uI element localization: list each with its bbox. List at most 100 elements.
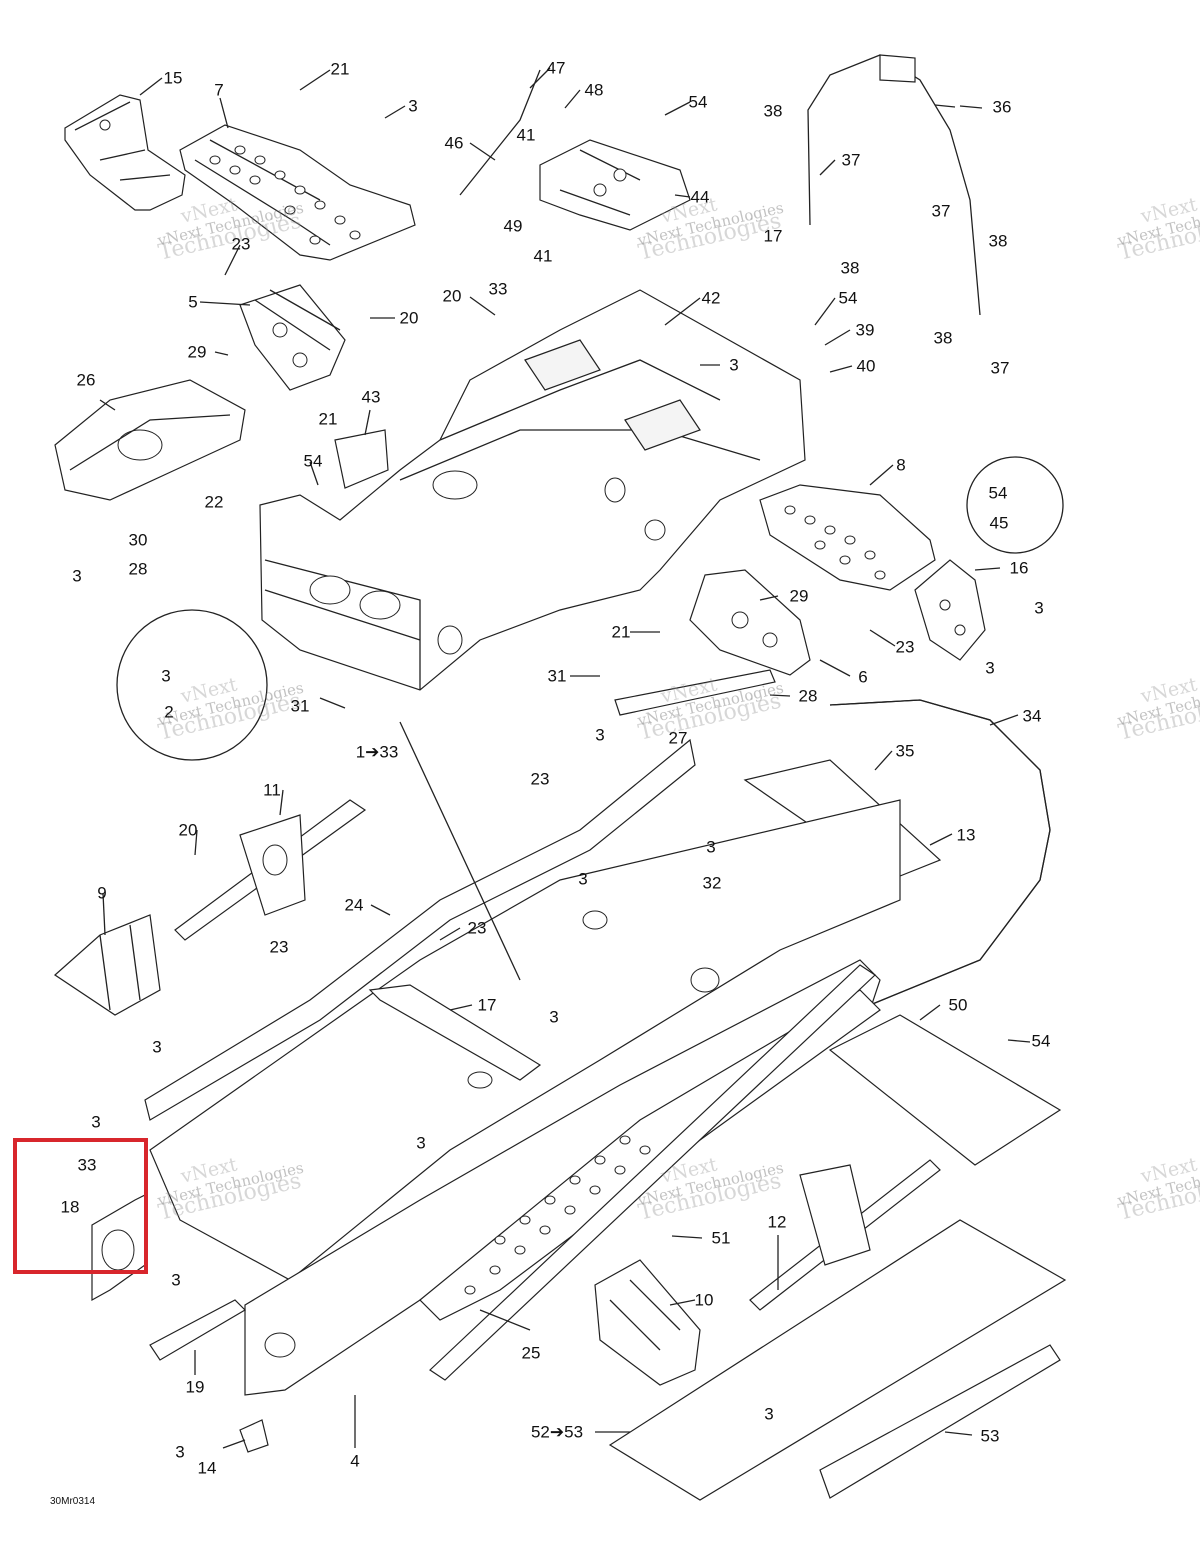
callout-label: 39 xyxy=(855,320,875,340)
callout-label: 3 xyxy=(91,1112,101,1132)
callout-label: 7 xyxy=(214,80,224,100)
callout-label: 4 xyxy=(350,1451,360,1471)
callout-label: 24 xyxy=(344,895,364,915)
part-27-rod xyxy=(614,669,776,716)
callout-label: 54 xyxy=(688,92,708,112)
callout-label: 2 xyxy=(164,702,174,722)
part-9-gusset xyxy=(54,914,161,1016)
part-26-skid-plate xyxy=(54,379,246,501)
callout-label: 1➔33 xyxy=(355,742,399,762)
part-1-main-frame xyxy=(259,289,806,691)
callout-label: 37 xyxy=(990,358,1010,378)
callout-label: 54 xyxy=(838,288,858,308)
part-52-plate xyxy=(608,1219,1067,1501)
part-24-side-rail xyxy=(144,738,696,1121)
callout-label: 18 xyxy=(60,1197,80,1217)
callout-label: 52➔53 xyxy=(530,1422,584,1442)
callout-label: 40 xyxy=(856,356,876,376)
callout-label: 5 xyxy=(188,292,198,312)
part-10-gusset xyxy=(594,1259,701,1386)
callout-label: 48 xyxy=(584,80,604,100)
callout-label: 3 xyxy=(764,1404,774,1424)
callout-label: 28 xyxy=(128,559,148,579)
callout-label: 31 xyxy=(290,696,310,716)
part-16-bracket xyxy=(914,559,986,661)
callout-label: 11 xyxy=(263,780,281,800)
callout-label: 33 xyxy=(488,279,508,299)
callout-label: 12 xyxy=(767,1212,787,1232)
callout-label: 15 xyxy=(163,68,183,88)
callout-label: 53 xyxy=(980,1426,1000,1446)
callout-label: 29 xyxy=(187,342,207,362)
callout-label: 51 xyxy=(711,1228,731,1248)
callout-label: 3 xyxy=(408,96,418,116)
callout-label: 44 xyxy=(690,187,710,207)
callout-label: 23 xyxy=(895,637,915,657)
callout-label: 13 xyxy=(956,825,976,845)
callout-label: 38 xyxy=(763,101,783,121)
part-8-footrest xyxy=(759,484,936,591)
callout-label: 3 xyxy=(595,725,605,745)
callout-label: 16 xyxy=(1009,558,1029,578)
callout-label: 23 xyxy=(530,769,550,789)
callout-label: 3 xyxy=(161,666,171,686)
part-19-angle xyxy=(149,1299,246,1361)
callout-label: 3 xyxy=(985,658,995,678)
callout-label: 3 xyxy=(729,355,739,375)
part-14-plate xyxy=(239,1419,269,1453)
callout-label: 14 xyxy=(197,1458,217,1478)
callout-label: 43 xyxy=(361,387,381,407)
part-5-linkage xyxy=(239,284,346,391)
callout-label: 32 xyxy=(702,873,722,893)
callout-label: 26 xyxy=(76,370,96,390)
part-53-strip xyxy=(819,1344,1061,1499)
callout-label: 27 xyxy=(668,728,688,748)
detail-circle-3-2 xyxy=(116,609,268,761)
callout-label: 25 xyxy=(521,1343,541,1363)
callout-label: 23 xyxy=(269,937,289,957)
detail-circle-54-45 xyxy=(966,456,1064,554)
highlight-box-part-18 xyxy=(13,1138,148,1274)
callout-label: 23 xyxy=(467,918,487,938)
callout-label: 21 xyxy=(330,59,350,79)
callout-label: 3 xyxy=(175,1442,185,1462)
part-44-steering-support xyxy=(539,139,691,231)
callout-label: 54 xyxy=(303,451,323,471)
callout-label: 41 xyxy=(533,246,553,266)
callout-label: 30 xyxy=(128,530,148,550)
callout-label: 37 xyxy=(841,150,861,170)
callout-label: 3 xyxy=(706,837,716,857)
callout-label: 19 xyxy=(185,1377,205,1397)
callout-label: 38 xyxy=(933,328,953,348)
callout-label: 54 xyxy=(1031,1031,1051,1051)
drawing-code: 30Mr0314 xyxy=(50,1496,96,1507)
callout-label: 41 xyxy=(516,125,536,145)
callout-label: 21 xyxy=(611,622,631,642)
part-15-bracket xyxy=(64,94,186,211)
callout-label: 9 xyxy=(97,883,107,903)
callout-label: 6 xyxy=(858,667,868,687)
callout-label: 21 xyxy=(318,409,338,429)
part-36-steering-column xyxy=(807,54,981,316)
part-50-plate xyxy=(828,1014,1062,1166)
callout-label: 37 xyxy=(931,201,951,221)
callout-label: 38 xyxy=(988,231,1008,251)
part-25-rail xyxy=(429,964,876,1381)
callout-label: 20 xyxy=(442,286,462,306)
callout-label: 3 xyxy=(578,869,588,889)
callout-label: 20 xyxy=(399,308,419,328)
callout-label: 22 xyxy=(204,492,224,512)
part-43-bracket xyxy=(334,429,389,489)
callout-label: 3 xyxy=(72,566,82,586)
callout-label: 54 xyxy=(988,483,1008,503)
callout-label: 46 xyxy=(444,133,464,153)
callout-label: 20 xyxy=(178,820,198,840)
callout-label: 34 xyxy=(1022,706,1042,726)
callout-label: 17 xyxy=(763,226,783,246)
part-7-footrest xyxy=(179,124,416,261)
callout-label: 23 xyxy=(231,234,251,254)
callout-label: 33 xyxy=(77,1155,97,1175)
callout-label: 10 xyxy=(694,1290,714,1310)
callout-label: 31 xyxy=(547,666,567,686)
